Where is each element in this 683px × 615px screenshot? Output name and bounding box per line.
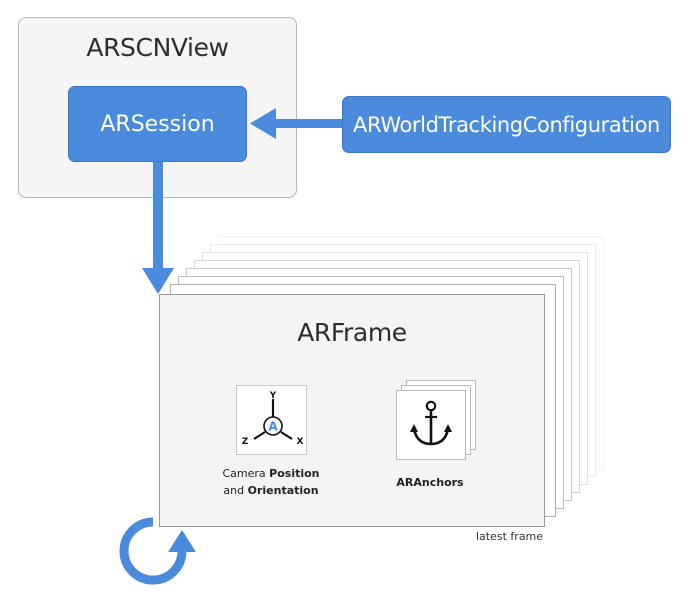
camera-tile: A Y Z X	[236, 385, 307, 455]
axis-y-label: Y	[269, 391, 277, 401]
anchor-card-front	[396, 390, 466, 460]
anchor-icon	[410, 400, 452, 446]
camera-caption-mid: and	[223, 484, 248, 497]
anchors-caption: ARAnchors	[396, 476, 464, 489]
configuration-label: ARWorldTrackingConfiguration	[353, 112, 660, 137]
axis-z-label: Z	[242, 437, 249, 447]
arsession-box: ARSession	[68, 86, 247, 162]
refresh-loop-icon	[119, 517, 196, 585]
arsession-label: ARSession	[100, 111, 215, 137]
camera-caption-position: Position	[269, 467, 320, 480]
latest-frame-label: latest frame	[476, 530, 544, 543]
axes-icon: A Y Z X	[242, 391, 304, 447]
axes-center-label: A	[268, 420, 278, 434]
configuration-box: ARWorldTrackingConfiguration	[342, 96, 671, 153]
camera-caption-orientation: Orientation	[247, 484, 319, 497]
camera-caption-prefix: Camera	[222, 467, 270, 480]
arrow-left-icon	[250, 108, 342, 139]
arframe-card	[159, 294, 545, 527]
camera-caption: Camera Position and Orientation	[206, 465, 336, 499]
arframe-title: ARFrame	[297, 318, 407, 347]
arrow-down-icon	[142, 162, 174, 294]
arscnview-title: ARSCNView	[86, 33, 229, 62]
axis-x-label: X	[297, 437, 304, 447]
